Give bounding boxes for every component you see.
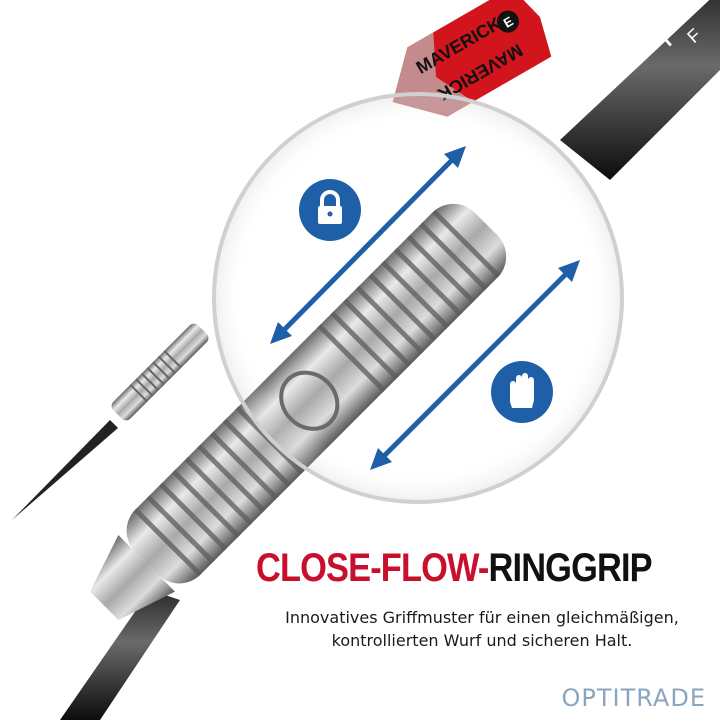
- subline-line2: kontrollierten Wurf und sicheren Halt.: [331, 631, 633, 650]
- headline: CLOSE-FLOW-RINGGRIP: [256, 546, 653, 590]
- double-arrow-icon: [270, 146, 466, 344]
- flight-logo-badge: [496, 10, 519, 33]
- headline-part1: CLOSE-FLOW-: [256, 546, 489, 590]
- upper-shaft: [560, 0, 720, 180]
- headline-part2: RINGGRIP: [488, 546, 653, 590]
- lower-shaft: [60, 590, 180, 720]
- small-barrel: [111, 323, 209, 421]
- lock-icon: [299, 179, 361, 241]
- subline-line1: Innovatives Griffmuster für einen gleich…: [285, 608, 679, 627]
- hand-icon: [491, 361, 553, 423]
- double-arrow-icon-2: [370, 260, 580, 470]
- magnifier-circle: [212, 92, 624, 504]
- dart-point: [12, 420, 118, 520]
- subline: Innovatives Griffmuster für einen gleich…: [262, 606, 702, 652]
- watermark-logo: OPTITRADE: [561, 684, 706, 712]
